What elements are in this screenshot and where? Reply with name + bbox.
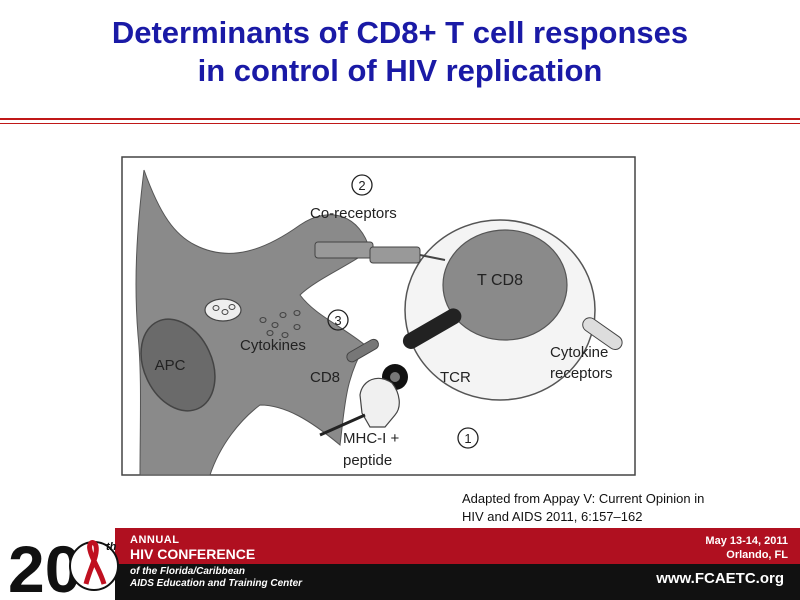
number-1-circle <box>457 427 479 449</box>
footer-url: www.FCAETC.org <box>656 570 784 587</box>
label-cd8: CD8 <box>310 369 340 386</box>
label-coreceptors: Co-receptors <box>310 205 397 222</box>
coreceptor-left <box>314 241 374 259</box>
apc-nucleus <box>140 318 216 412</box>
label-cytokine-receptors-2: receptors <box>550 365 613 382</box>
cd8-apc-diagram: 2 Co-receptors T CD8 3 Cytokines APC CD8… <box>121 156 636 476</box>
title-line-2: in control of HIV replication <box>197 53 603 88</box>
vesicle-dot-2 <box>221 309 229 315</box>
footer-of-line-1: of the Florida/Caribbean <box>130 566 246 577</box>
number-1: 1 <box>464 431 471 446</box>
footer-of-line-2: AIDS Education and Training Center <box>130 578 303 589</box>
footer-date-line-2: Orlando, FL <box>726 549 788 561</box>
vesicle-dot-3 <box>228 304 236 310</box>
number-2: 2 <box>358 178 365 193</box>
title-divider-thin <box>0 123 800 124</box>
footer-organization: of the Florida/Caribbean AIDS Education … <box>130 566 302 590</box>
label-mhc-1: MHC-I + <box>343 430 399 447</box>
number-2-circle <box>351 174 373 196</box>
red-ribbon-icon <box>83 540 107 585</box>
footer-black-band <box>115 564 800 600</box>
cytokine-receptor <box>582 317 623 351</box>
cd8-molecule <box>346 338 379 363</box>
footer-date-line-1: May 13-14, 2011 <box>705 535 788 547</box>
footer-annual: ANNUAL <box>130 534 180 546</box>
coreceptor-right <box>369 246 421 264</box>
label-apc: APC <box>155 357 186 374</box>
tcr-arm <box>402 308 462 349</box>
citation: Adapted from Appay V: Current Opinion in… <box>462 490 704 526</box>
slide-title: Determinants of CD8+ T cell responses in… <box>0 14 800 90</box>
citation-line-2: HIV and AIDS 2011, 6:157–162 <box>462 509 643 524</box>
label-mhc-2: peptide <box>343 452 392 469</box>
footer-red-band <box>115 528 800 564</box>
tcr-center <box>390 372 400 382</box>
tcd8-nucleus <box>442 229 568 341</box>
title-divider <box>0 118 800 120</box>
number-3: 3 <box>334 313 341 328</box>
mhc-molecule <box>359 377 400 428</box>
label-cytokines: Cytokines <box>240 337 306 354</box>
footer-conference: HIV CONFERENCE <box>130 546 256 562</box>
citation-line-1: Adapted from Appay V: Current Opinion in <box>462 491 705 506</box>
footer-banner: ANNUAL HIV CONFERENCE of the Florida/Car… <box>0 528 800 600</box>
mhc-stalk <box>319 413 366 437</box>
logo-superscript: th <box>106 541 117 553</box>
label-tcr: TCR <box>440 369 471 386</box>
title-line-1: Determinants of CD8+ T cell responses <box>111 15 689 50</box>
anniversary-logo: 20 th <box>8 532 119 600</box>
coreceptor-stalk <box>419 254 446 261</box>
label-tcd8: T CD8 <box>477 272 523 289</box>
label-cytokine-receptors-1: Cytokine <box>550 344 608 361</box>
vesicle-dot-1 <box>212 305 220 311</box>
number-3-circle <box>327 309 349 331</box>
cytokine-dots <box>259 309 301 339</box>
footer-date: May 13-14, 2011 Orlando, FL <box>705 534 788 562</box>
